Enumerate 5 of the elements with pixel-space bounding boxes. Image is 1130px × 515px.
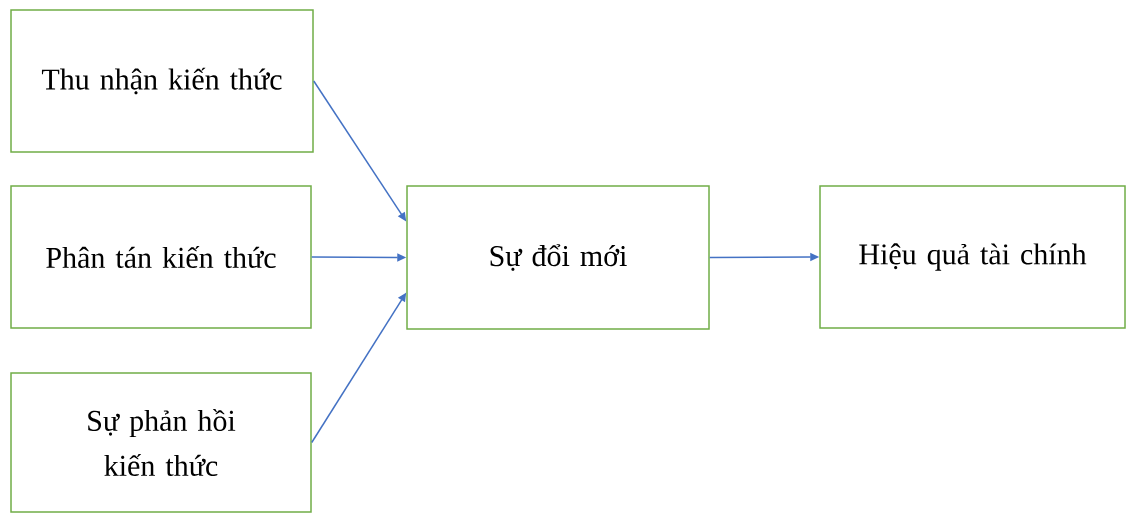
process-box: Sự phản hồi kiến thức [10,372,312,513]
process-box: Hiệu quả tài chính [819,185,1126,329]
process-box: Phân tán kiến thức [10,185,312,329]
process-box: Sự đổi mới [406,185,710,330]
process-box: Thu nhận kiến thức [10,9,314,153]
